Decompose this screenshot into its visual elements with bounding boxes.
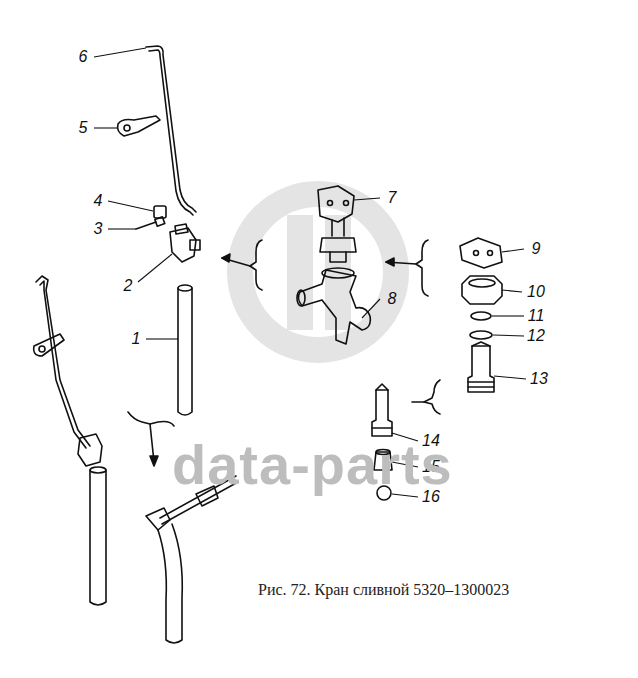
callout-number: 13 [530, 371, 548, 387]
leader-line [502, 249, 524, 252]
callout-number: 8 [388, 291, 397, 307]
leader-line [354, 198, 380, 200]
leader-line [94, 48, 146, 57]
leader-line [494, 376, 526, 379]
leader-line [502, 290, 522, 292]
lever-bracket [460, 238, 502, 268]
bracket [118, 116, 160, 136]
callout-number: 7 [388, 190, 397, 206]
lever-bracket [318, 186, 354, 222]
callout-number: 9 [532, 241, 541, 257]
callout-number: 2 [124, 278, 133, 294]
valve-body [298, 270, 370, 344]
callout-number: 1 [132, 331, 141, 347]
leader-line [138, 254, 172, 282]
rod [146, 46, 196, 212]
leader-line [493, 335, 524, 336]
leader-line [392, 494, 418, 497]
leader-line [108, 201, 153, 211]
callout-number: 5 [79, 120, 88, 136]
o-ring [470, 331, 492, 339]
callout-number: 10 [527, 284, 545, 300]
watermark: data-parts [172, 437, 453, 493]
rod [36, 276, 90, 446]
callout-number: 11 [528, 308, 545, 324]
leader-line [108, 228, 136, 229]
o-ring [471, 312, 491, 320]
leader-line [146, 338, 178, 339]
callout-number: 6 [79, 49, 88, 65]
pipe [178, 288, 192, 415]
screw [136, 222, 156, 229]
callout-number: 12 [527, 328, 545, 344]
leader-line [94, 127, 118, 128]
nut [154, 206, 166, 218]
callout-number: 4 [94, 193, 103, 209]
callout-number: 3 [94, 221, 103, 237]
leader-line [492, 315, 524, 316]
stem [372, 390, 392, 436]
leader-line [362, 299, 380, 318]
nut [462, 276, 502, 304]
stem [468, 346, 494, 392]
caption: Рис. 72. Кран сливной 5320–1300023 [258, 582, 509, 598]
watermark-logo [240, 194, 396, 350]
